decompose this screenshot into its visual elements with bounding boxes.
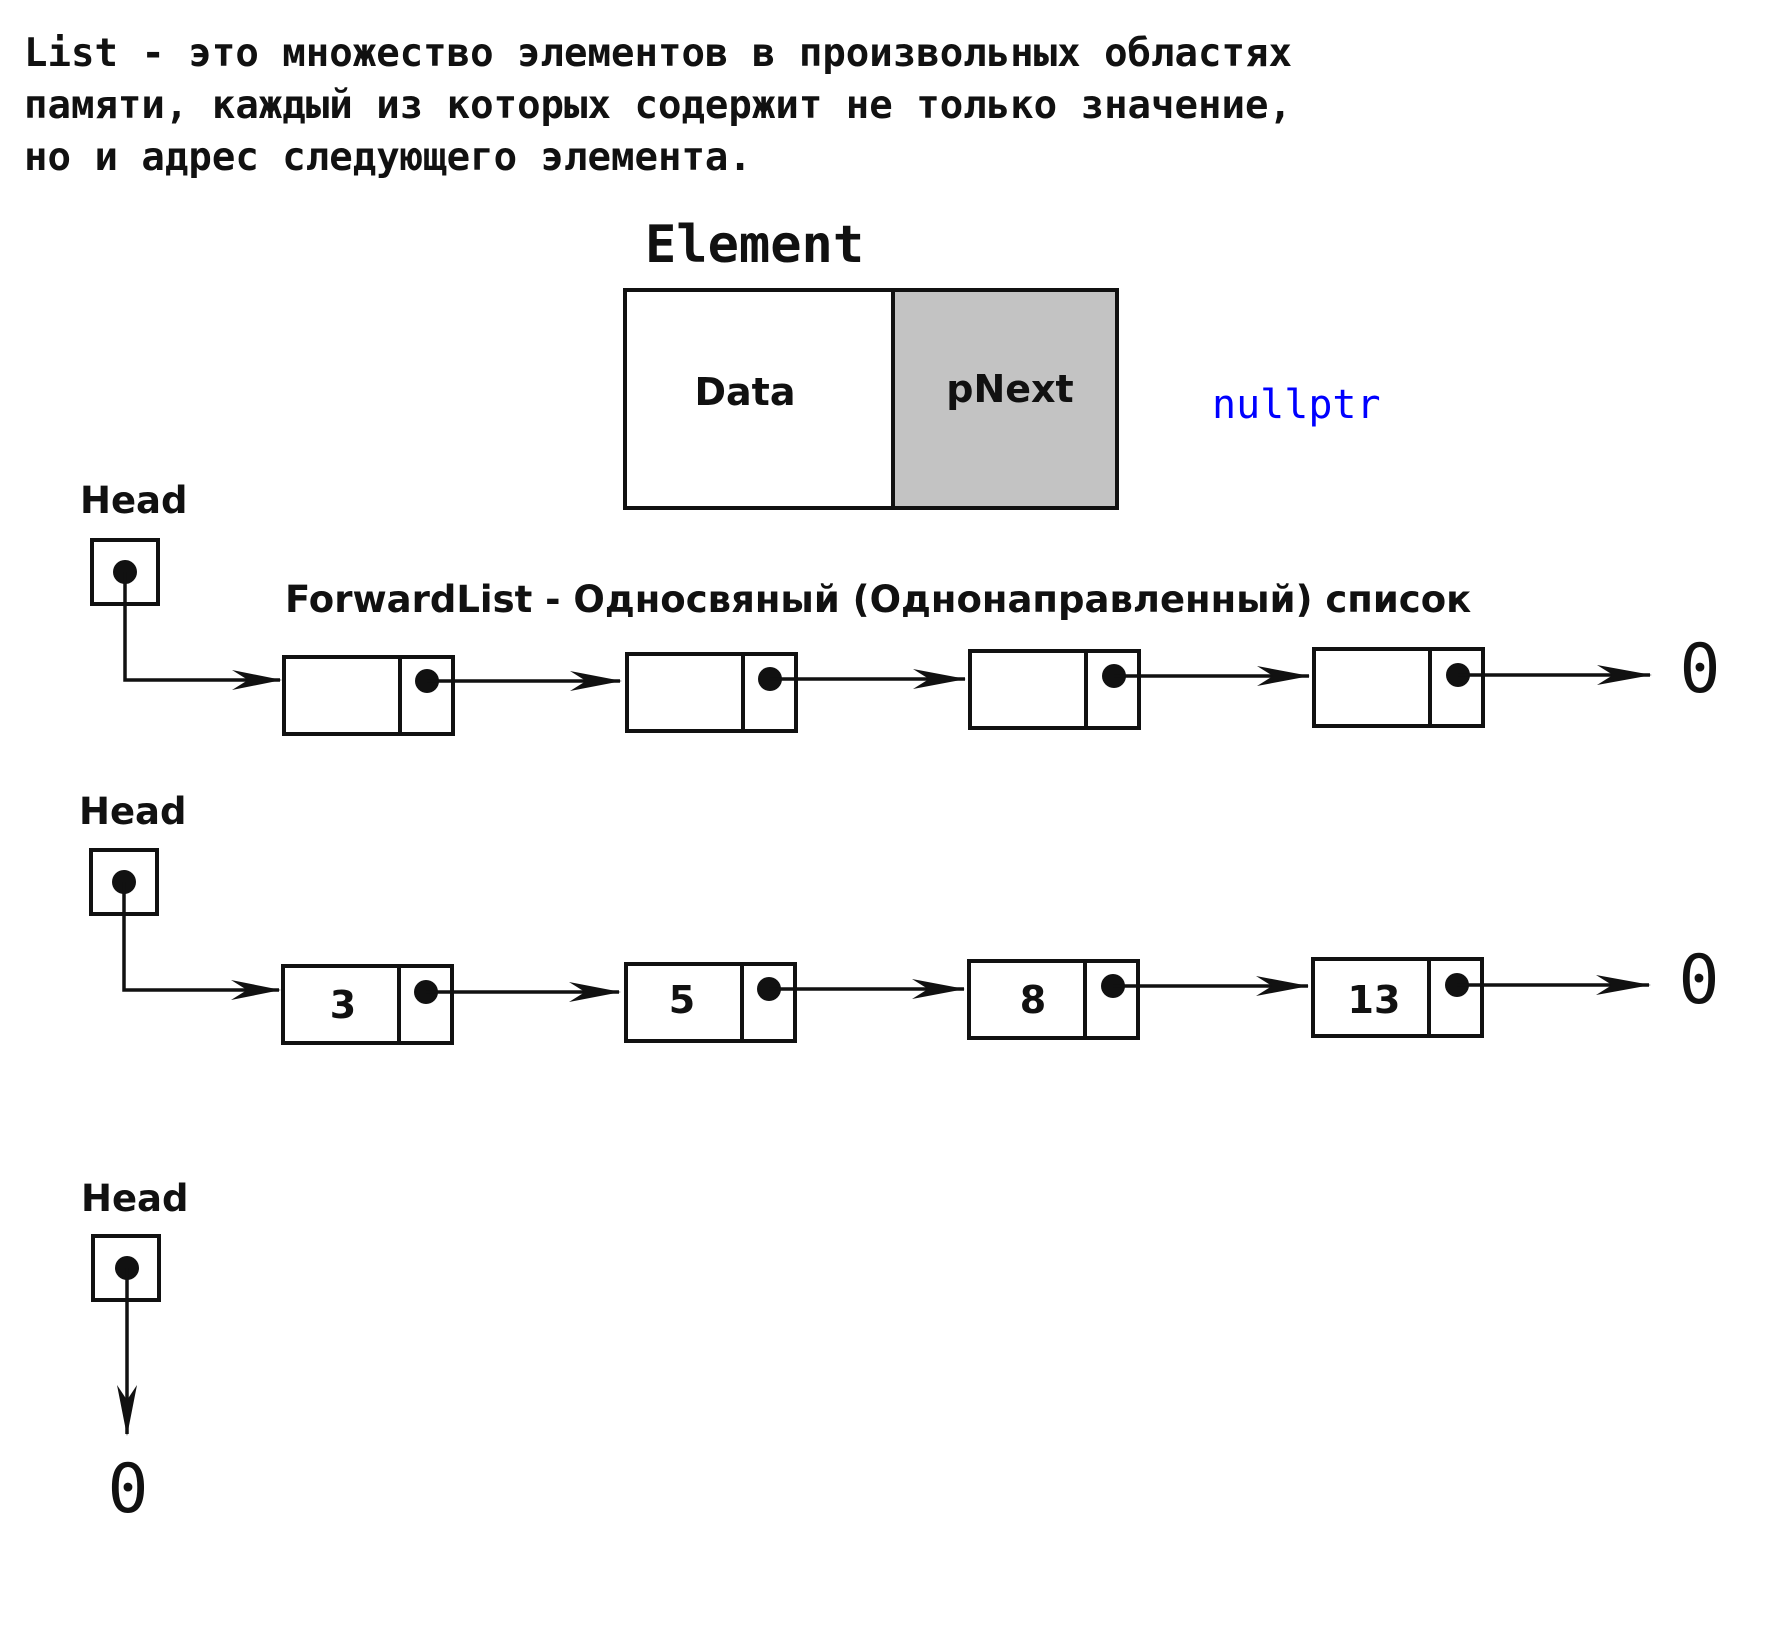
null-terminator: 0 (108, 1450, 149, 1529)
list-node (968, 649, 1141, 730)
arrowhead (232, 670, 282, 690)
arrowhead (1257, 666, 1310, 686)
list-node (1312, 647, 1485, 728)
head-label: Head (81, 1177, 189, 1220)
list-node: 13 (1311, 957, 1484, 1038)
list-node: 3 (281, 964, 454, 1045)
empty-linked-list: Head 0 (81, 1177, 189, 1529)
pnext-field-label: pNext (946, 367, 1073, 411)
element-title: Element (645, 215, 864, 275)
data-field-label: Data (695, 370, 796, 414)
arrowhead (231, 980, 281, 1000)
null-terminator: 0 (1680, 630, 1721, 709)
node-value: 8 (1020, 978, 1046, 1022)
node-value: 3 (330, 983, 356, 1027)
intro-line-3: но и адрес следующего элемента. (24, 135, 752, 180)
arrowhead (570, 671, 622, 691)
list-node: 5 (624, 962, 797, 1043)
list-node (282, 655, 455, 736)
arrowhead (569, 982, 621, 1002)
arrowhead (1596, 975, 1651, 995)
arrowhead (912, 979, 965, 999)
arrowhead (913, 669, 966, 689)
arrowhead (117, 1385, 137, 1436)
intro-text: List - это множество элементов в произво… (24, 28, 1524, 184)
intro-line-1: List - это множество элементов в произво… (24, 31, 1292, 76)
forward-list-caption: ForwardList - Односвяный (Однонаправленн… (285, 578, 1471, 621)
nullptr-label: nullptr (1212, 382, 1381, 428)
list-node: 8 (967, 959, 1140, 1040)
intro-line-2: памяти, каждый из которых содержит не то… (24, 83, 1292, 128)
null-terminator: 0 (1679, 941, 1720, 1020)
arrowhead (1256, 976, 1309, 996)
pnext-field-box (891, 288, 1119, 510)
head-label: Head (80, 479, 188, 522)
list-node (625, 652, 798, 733)
data-field-box (623, 288, 895, 510)
head-link (122, 882, 279, 992)
head-label: Head (79, 790, 187, 833)
element-structure: Element Data pNext nullptr (623, 215, 1381, 510)
linked-list-with-values: Head 3 5 8 (79, 790, 1720, 1045)
linked-list-empty-nodes: Head (80, 479, 1721, 736)
head-link (123, 572, 280, 682)
node-value: 13 (1348, 978, 1401, 1022)
node-value: 5 (669, 978, 695, 1022)
arrowhead (1597, 665, 1652, 685)
